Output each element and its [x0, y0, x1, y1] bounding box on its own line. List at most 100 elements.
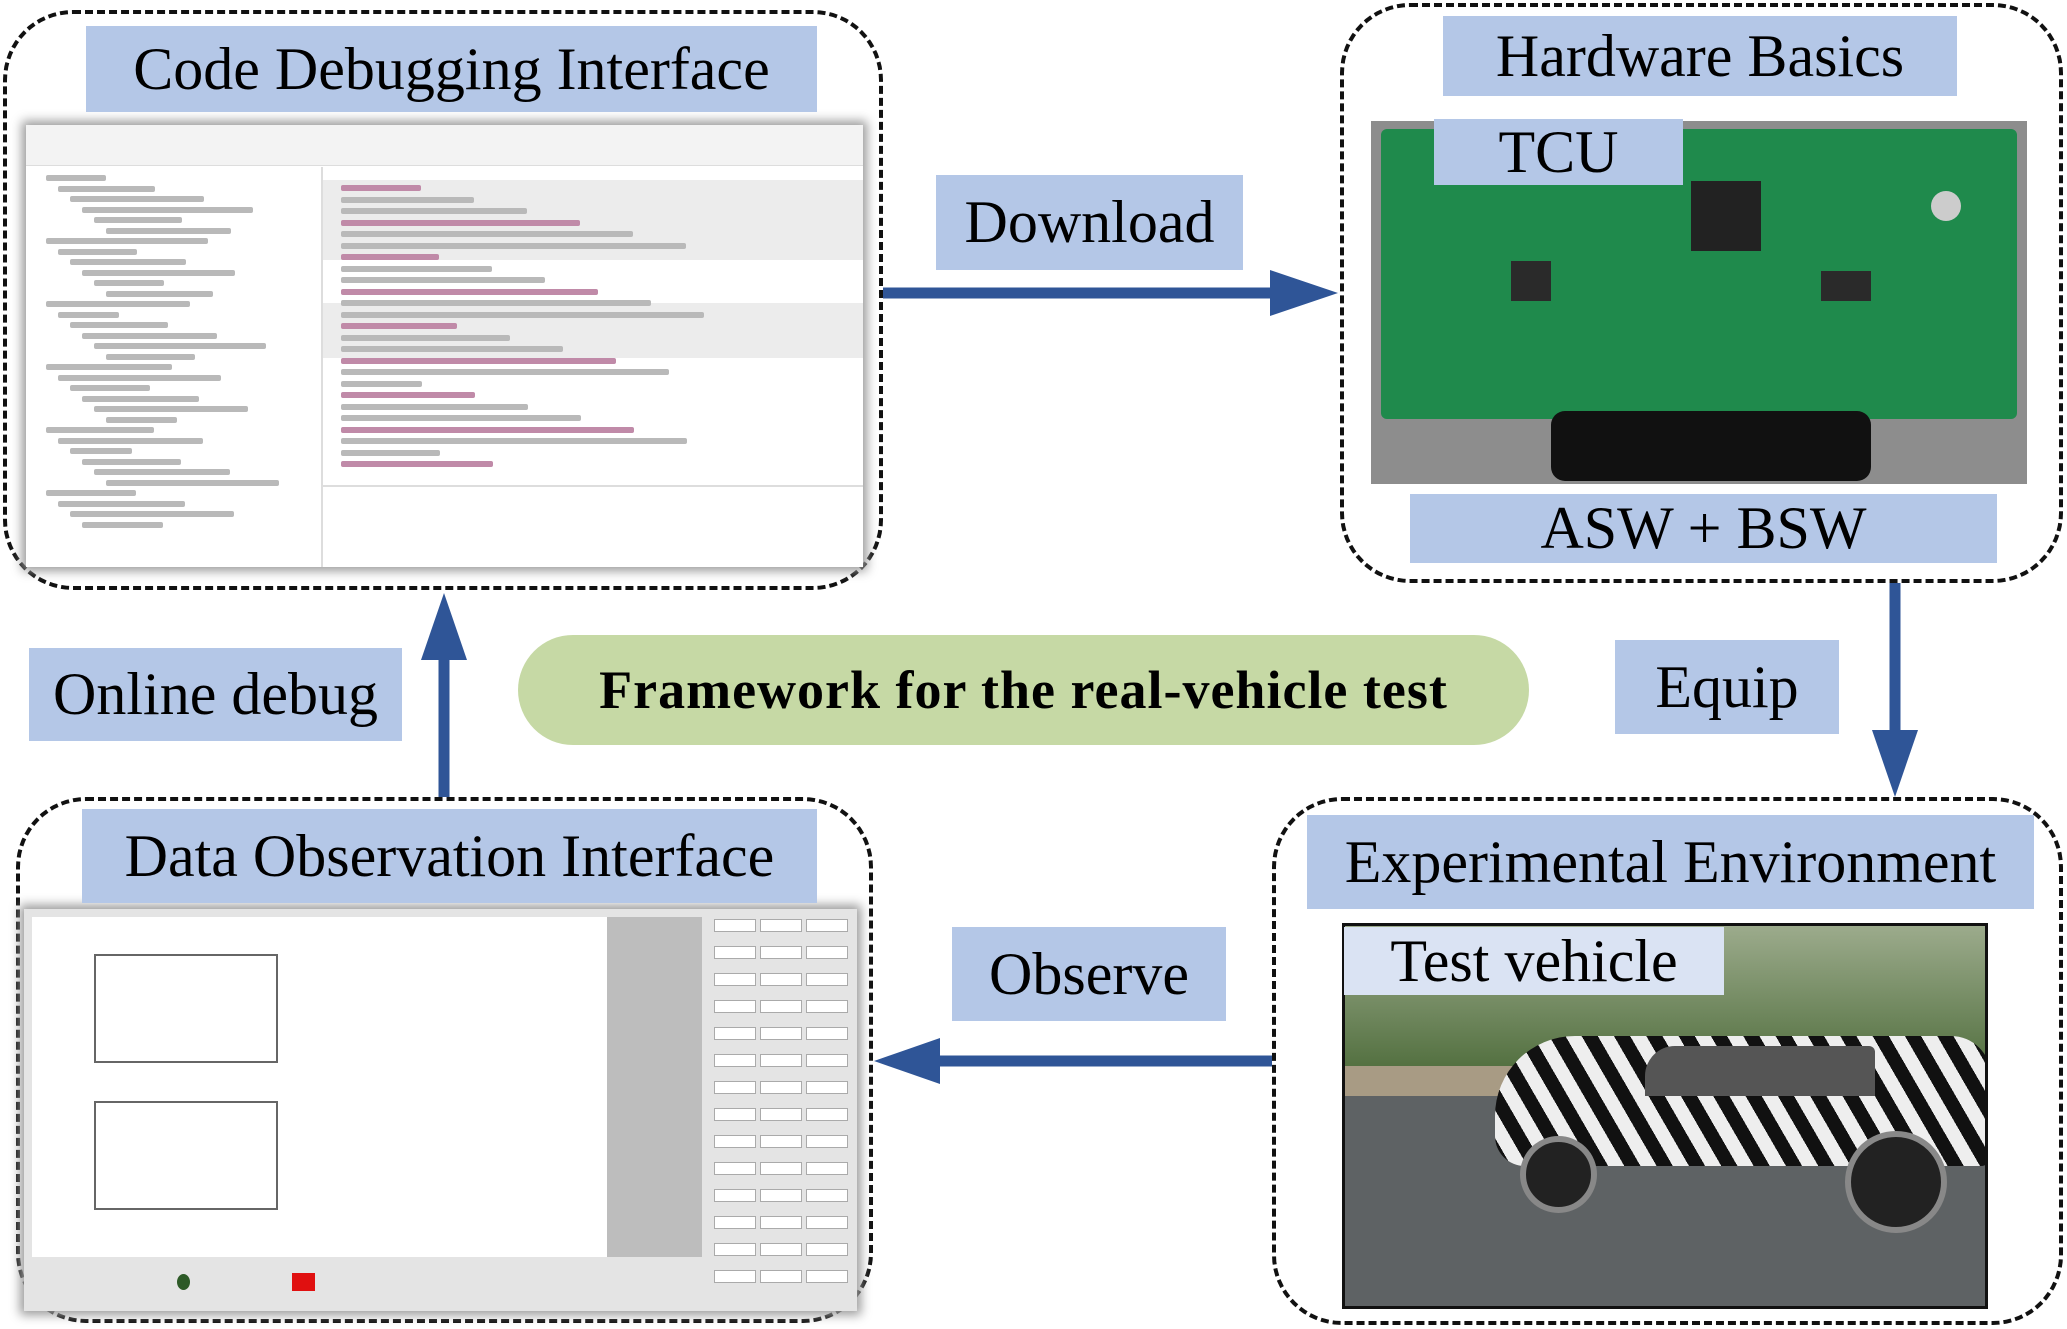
value-field: [806, 1243, 848, 1256]
value-field: [760, 1054, 802, 1067]
value-field: [714, 1189, 756, 1202]
tree-item: [58, 311, 119, 318]
stop-button[interactable]: [292, 1273, 315, 1291]
code-line: [341, 288, 598, 295]
tree-item: [106, 353, 195, 360]
ide-console: [323, 485, 863, 487]
download-arrow: [883, 270, 1338, 316]
front-wheel: [1520, 1136, 1597, 1213]
tree-item: [82, 521, 163, 528]
code-line: [341, 369, 669, 375]
experimental-environment-panel: [1272, 797, 2063, 1325]
tree-item: [46, 301, 190, 307]
value-field: [806, 1027, 848, 1040]
data-observation-title: Data Observation Interface: [82, 809, 817, 903]
value-field: [760, 919, 802, 932]
code-line: [341, 265, 492, 272]
value-field: [806, 1081, 848, 1094]
value-field: [714, 1216, 756, 1229]
tree-item: [58, 437, 203, 444]
equip-label: Equip: [1615, 640, 1839, 734]
value-field: [760, 1108, 802, 1121]
asw-bsw-label: ASW + BSW: [1410, 494, 1997, 563]
value-field: [760, 1162, 802, 1175]
value-field: [806, 1189, 848, 1202]
value-field: [714, 1243, 756, 1256]
code-line: [341, 415, 581, 421]
code-line: [341, 196, 474, 203]
tree-item: [46, 490, 136, 496]
tree-item: [70, 511, 234, 517]
parameter-pane: [607, 917, 702, 1257]
code-line: [341, 346, 563, 352]
ide-screenshot: [26, 125, 863, 567]
code-line: [341, 426, 634, 433]
code-line: [341, 449, 440, 456]
value-field: [806, 1216, 848, 1229]
tree-item: [106, 290, 213, 297]
observe-arrow: [874, 1038, 1272, 1084]
tree-item: [94, 343, 266, 349]
ide-toolbar: [26, 125, 863, 166]
tree-item: [46, 238, 208, 244]
state-table-2: [94, 1101, 278, 1210]
code-line: [341, 461, 493, 467]
value-field: [760, 1027, 802, 1040]
value-field: [760, 1243, 802, 1256]
state-table-1: [94, 954, 278, 1063]
data-observation-panel: [16, 797, 873, 1323]
tree-item: [70, 196, 204, 202]
car-window: [1645, 1046, 1875, 1096]
code-line: [341, 357, 616, 364]
value-field: [760, 1000, 802, 1013]
tree-item: [70, 322, 168, 328]
document-pane: [32, 917, 607, 1257]
value-field: [760, 973, 802, 986]
tcu-label: TCU: [1434, 119, 1683, 185]
code-line: [341, 380, 422, 387]
value-field: [760, 1189, 802, 1202]
tree-item: [94, 217, 182, 223]
code-line: [341, 300, 651, 306]
value-field: [760, 1270, 802, 1283]
code-line: [341, 208, 527, 214]
value-field: [806, 973, 848, 986]
tree-item: [94, 469, 230, 475]
tree-item: [70, 385, 150, 391]
tree-item: [94, 406, 248, 412]
value-field: [714, 1270, 756, 1283]
code-debugging-title: Code Debugging Interface: [86, 26, 817, 112]
value-field: [806, 1000, 848, 1013]
code-line: [341, 254, 439, 260]
code-line: [341, 242, 686, 249]
tree-item: [46, 175, 106, 181]
tree-item: [58, 185, 155, 192]
value-field: [714, 1108, 756, 1121]
tree-item: [70, 259, 186, 265]
test-vehicle-label: Test vehicle: [1344, 927, 1724, 995]
tree-item: [106, 479, 279, 486]
value-field: [714, 919, 756, 932]
data-observation-screenshot: [24, 909, 857, 1311]
value-field: [714, 1081, 756, 1094]
value-field: [806, 946, 848, 959]
code-debugging-panel: [3, 10, 883, 590]
download-label: Download: [936, 175, 1243, 270]
code-line: [341, 438, 687, 444]
tree-item: [94, 280, 164, 286]
value-field: [714, 973, 756, 986]
experimental-environment-title: Experimental Environment: [1307, 815, 2034, 909]
value-field: [714, 1054, 756, 1067]
online-debug-arrow: [421, 593, 467, 797]
rear-wheel: [1845, 1131, 1947, 1233]
value-field: [760, 1135, 802, 1148]
tree-item: [46, 364, 172, 370]
code-line: [341, 231, 633, 237]
value-field: [806, 919, 848, 932]
code-line: [341, 185, 421, 191]
tree-item: [58, 374, 221, 381]
code-line: [341, 392, 475, 398]
value-field: [806, 1162, 848, 1175]
ide-project-explorer: [26, 167, 323, 567]
